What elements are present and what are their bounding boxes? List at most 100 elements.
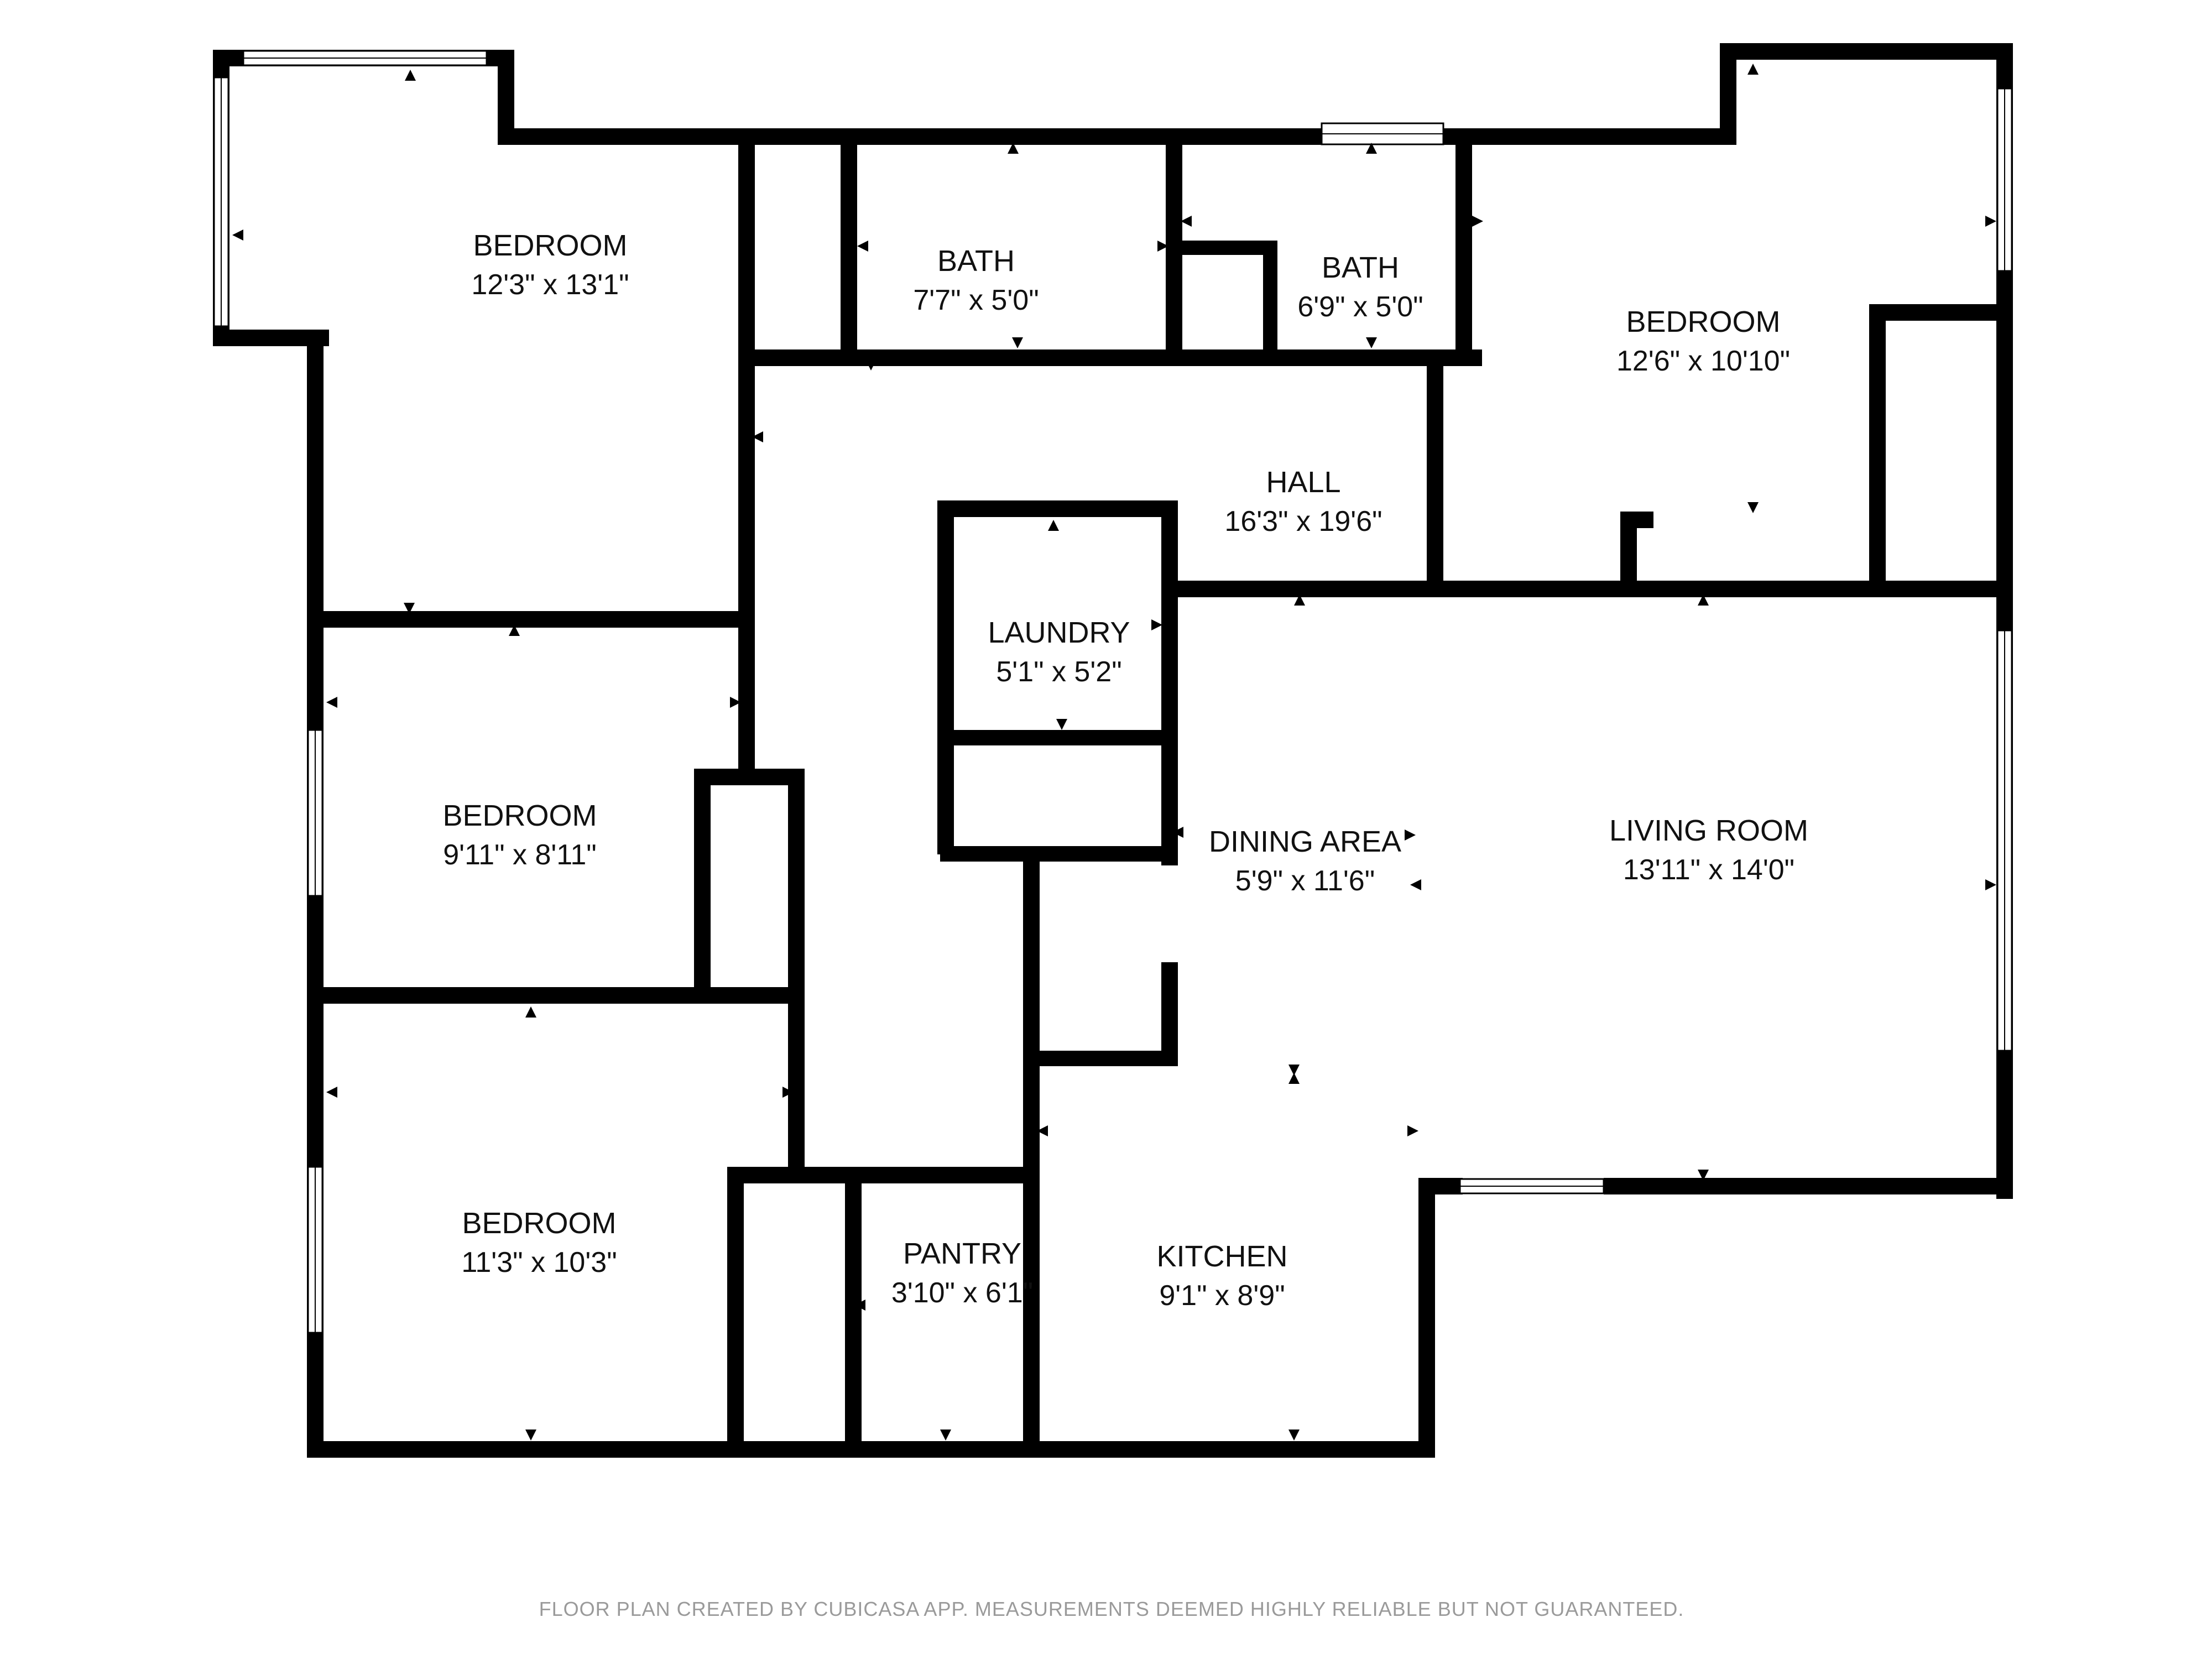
wall-segment bbox=[1720, 43, 2013, 60]
door-marker-icon bbox=[1288, 1065, 1300, 1076]
wall-segment bbox=[324, 987, 805, 1004]
door-marker-icon bbox=[1008, 143, 1019, 154]
room-dims-bedroom-2: 12'6" x 10'10" bbox=[1616, 345, 1790, 377]
wall-segment bbox=[1720, 43, 1736, 144]
door-marker-icon bbox=[326, 1087, 337, 1098]
room-name-living-room: LIVING ROOM bbox=[1609, 814, 1808, 847]
door-marker-icon bbox=[940, 1430, 951, 1441]
wall-segment bbox=[727, 1167, 744, 1458]
door-marker-icon bbox=[1698, 594, 1709, 606]
wall-segment bbox=[1427, 365, 1443, 586]
door-marker-icon bbox=[1151, 619, 1162, 630]
wall-segment bbox=[1455, 144, 1472, 365]
door-marker-icon bbox=[857, 241, 868, 252]
room-name-bedroom-2: BEDROOM bbox=[1626, 305, 1780, 338]
wall-segment bbox=[694, 769, 711, 998]
room-name-bedroom-3: BEDROOM bbox=[442, 799, 597, 832]
wall-segment bbox=[1263, 241, 1277, 366]
wall-segment bbox=[1161, 962, 1178, 1066]
door-marker-icon bbox=[1747, 502, 1759, 513]
door-marker-icon bbox=[752, 431, 763, 442]
windows bbox=[213, 50, 2013, 1334]
room-name-hall: HALL bbox=[1266, 466, 1340, 499]
wall-segment bbox=[1029, 1051, 1178, 1066]
room-dims-hall: 16'3" x 19'6" bbox=[1224, 505, 1382, 538]
door-marker-icon bbox=[1029, 1300, 1040, 1311]
room-name-dining-area: DINING AREA bbox=[1209, 825, 1401, 858]
room-name-bedroom-1: BEDROOM bbox=[473, 229, 627, 262]
door-marker-icon bbox=[941, 619, 952, 630]
door-marker-icon bbox=[1698, 1170, 1709, 1181]
wall-segment bbox=[1181, 241, 1277, 255]
wall-segment bbox=[498, 128, 1736, 145]
door-marker-icon bbox=[404, 603, 415, 614]
door-marker-icon bbox=[1056, 719, 1067, 730]
wall-segment bbox=[940, 846, 1178, 862]
wall-segment bbox=[324, 611, 755, 628]
wall-segment bbox=[1023, 852, 1040, 1458]
wall-segment bbox=[1869, 304, 2013, 321]
wall-segment bbox=[937, 500, 1178, 517]
door-marker-icon bbox=[1747, 64, 1759, 75]
room-name-bath-1: BATH bbox=[937, 244, 1015, 278]
door-marker-icon bbox=[943, 1172, 954, 1183]
wall-segment bbox=[1869, 304, 1886, 586]
door-marker-icon bbox=[865, 359, 877, 371]
door-marker-icon bbox=[1294, 594, 1305, 606]
room-name-pantry: PANTRY bbox=[903, 1237, 1021, 1270]
wall-segment bbox=[841, 144, 857, 365]
door-marker-icon bbox=[1985, 216, 1996, 227]
wall-segment bbox=[694, 769, 805, 785]
room-dims-bedroom-3: 9'11" x 8'11" bbox=[443, 839, 596, 871]
door-marker-icon bbox=[854, 1300, 865, 1311]
door-marker-icon bbox=[326, 697, 337, 708]
door-marker-icon bbox=[509, 625, 520, 636]
room-dims-bath-1: 7'7" x 5'0" bbox=[913, 284, 1039, 316]
wall-segment bbox=[845, 1175, 862, 1458]
door-marker-icon bbox=[1157, 241, 1168, 252]
door-marker-icon bbox=[1181, 216, 1192, 227]
room-dims-kitchen: 9'1" x 8'9" bbox=[1159, 1280, 1285, 1312]
wall-segment bbox=[788, 769, 805, 1178]
footer-disclaimer: FLOOR PLAN CREATED BY CUBICASA APP. MEAS… bbox=[539, 1598, 1684, 1620]
room-dims-laundry: 5'1" x 5'2" bbox=[996, 656, 1121, 688]
wall-segment bbox=[1604, 1178, 2013, 1194]
door-marker-icon bbox=[730, 697, 741, 708]
room-dims-bedroom-1: 12'3" x 13'1" bbox=[471, 269, 629, 301]
room-dims-bedroom-4: 11'3" x 10'3" bbox=[461, 1246, 617, 1279]
room-dims-dining-area: 5'9" x 11'6" bbox=[1235, 865, 1375, 897]
door-marker-icon bbox=[1366, 337, 1377, 348]
room-dims-pantry: 3'10" x 6'1" bbox=[891, 1277, 1033, 1309]
room-dims-living-room: 13'11" x 14'0" bbox=[1623, 854, 1794, 886]
door-marker-icon bbox=[1288, 1430, 1300, 1441]
door-marker-icon bbox=[1048, 520, 1059, 531]
door-marker-icon bbox=[525, 1430, 536, 1441]
door-marker-icon bbox=[1037, 1125, 1048, 1136]
room-name-bath-2: BATH bbox=[1322, 251, 1399, 284]
door-marker-icon bbox=[1012, 337, 1023, 348]
wall-segment bbox=[1418, 1178, 1435, 1458]
wall-segment bbox=[1166, 144, 1182, 365]
room-name-kitchen: KITCHEN bbox=[1156, 1240, 1287, 1273]
room-labels: BEDROOM 12'3" x 13'1" BATH 7'7" x 5'0" B… bbox=[442, 229, 1808, 1312]
wall-segment bbox=[1172, 581, 2013, 597]
room-dims-bath-2: 6'9" x 5'0" bbox=[1297, 291, 1423, 323]
wall-segment bbox=[1418, 1178, 1463, 1194]
door-marker-icon bbox=[1407, 1125, 1418, 1136]
wall-segment bbox=[1620, 512, 1653, 528]
door-marker-icon bbox=[232, 229, 243, 241]
wall-segment bbox=[738, 144, 755, 774]
door-marker-icon bbox=[509, 990, 520, 1001]
door-marker-icon bbox=[1985, 879, 1996, 890]
door-marker-icon bbox=[782, 1087, 794, 1098]
door-marker-icon bbox=[1172, 827, 1183, 838]
room-name-bedroom-4: BEDROOM bbox=[462, 1207, 616, 1240]
wall-segment bbox=[1161, 500, 1178, 865]
door-marker-icon bbox=[1472, 216, 1483, 227]
wall-segment bbox=[727, 1167, 1037, 1183]
door-marker-icon bbox=[1288, 1073, 1300, 1084]
door-marker-icon bbox=[405, 70, 416, 81]
room-name-laundry: LAUNDRY bbox=[988, 616, 1130, 649]
wall-segment bbox=[498, 50, 514, 144]
